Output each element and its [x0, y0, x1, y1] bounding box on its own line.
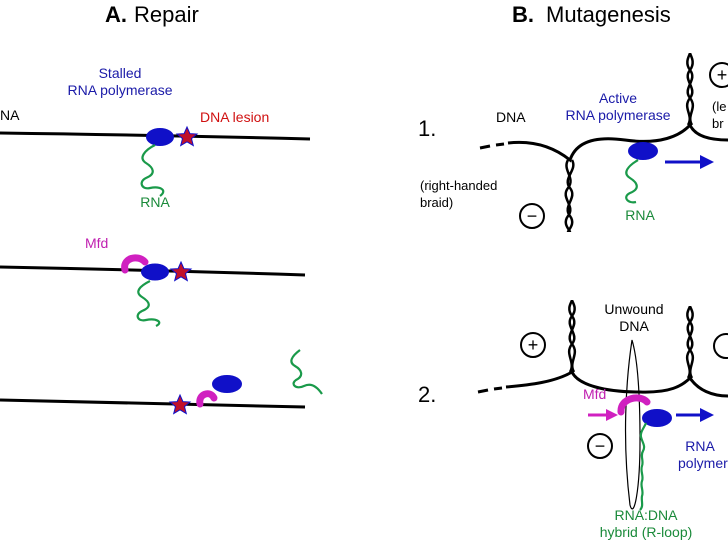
rna-polymerase-label-2: polymerase — [678, 455, 728, 471]
rna-strand — [140, 144, 165, 197]
mfd-label: Mfd — [583, 386, 606, 402]
repair-row-2: Mfd — [0, 235, 306, 327]
repair-row-3 — [0, 375, 306, 415]
mfd-protein — [121, 254, 149, 274]
stalled-polymerase-label-1: Stalled — [99, 65, 142, 81]
mfd-push-arrowhead — [606, 409, 618, 421]
mfd-label: Mfd — [85, 235, 108, 251]
plus-sign-circle — [520, 332, 546, 358]
plus-sign: + — [528, 335, 539, 355]
mutagenesis-step-2: 2. Unwound DNA + Mfd − RNA polymerase RN… — [418, 299, 728, 540]
mutagenesis-step-1: 1. DNA Active RNA polymerase (right-hand… — [418, 52, 728, 233]
released-rna-polymerase — [212, 375, 242, 393]
unwound-dna-label-2: DNA — [619, 318, 649, 334]
left-braid-label-partial-2: br — [712, 116, 724, 131]
negative-supercoil — [566, 159, 575, 233]
repair-row-1: NA Stalled RNA polymerase DNA lesion RNA — [0, 65, 311, 210]
active-polymerase-label-1: Active — [599, 90, 637, 106]
unwound-dna-label-1: Unwound — [604, 301, 663, 317]
rna-dna-hybrid — [639, 422, 648, 511]
minus-sign-circle — [519, 203, 545, 229]
dna-strand — [0, 398, 306, 409]
panel-b-letter: B. — [512, 2, 534, 27]
panel-a-title: A. Repair — [105, 2, 199, 27]
rna-label: RNA — [625, 207, 655, 223]
rna-polymerase — [146, 128, 174, 146]
direction-arrowhead — [700, 155, 714, 169]
braid-label-2: braid) — [420, 195, 453, 210]
rna-polymerase — [642, 409, 672, 427]
panel-a-title-text: Repair — [134, 2, 199, 27]
minus-sign: − — [527, 206, 538, 226]
dna-label: DNA — [496, 109, 526, 125]
rna-strand — [136, 280, 161, 327]
hybrid-label-1: RNA:DNA — [614, 507, 678, 523]
unwound-dna-bubble — [624, 339, 641, 510]
positive-supercoil — [686, 52, 695, 126]
panel-b-title-text: Mutagenesis — [546, 2, 671, 27]
negative-supercoil — [564, 159, 572, 233]
dna-lesion-star — [169, 260, 193, 282]
active-polymerase-label-2: RNA polymerase — [565, 107, 670, 123]
dna-dashed-end — [493, 386, 503, 391]
dna-dashed-end — [477, 388, 489, 394]
dna-strand — [507, 122, 728, 163]
panel-b-title: B. Mutagenesis — [512, 2, 671, 27]
dna-label-partial: NA — [0, 107, 20, 123]
dna-dashed-end — [495, 142, 505, 147]
stalled-polymerase-label-2: RNA polymerase — [67, 82, 172, 98]
minus-sign: − — [595, 436, 606, 456]
rna-strand — [625, 159, 639, 204]
panel-a-letter: A. — [105, 2, 127, 27]
left-braid-label-partial-1: (le — [712, 99, 726, 114]
plus-sign: + — [717, 65, 728, 85]
braid-label-1: (right-handed — [420, 178, 497, 193]
positive-supercoil — [568, 299, 577, 373]
minus-sign-circle — [587, 433, 613, 459]
dna-lesion-star — [168, 393, 192, 415]
dna-strand — [505, 369, 728, 398]
dna-lesion-label: DNA lesion — [200, 109, 269, 125]
rna-polymerase-label-1: RNA — [685, 438, 715, 454]
rna-label: RNA — [140, 194, 170, 210]
minus-sign-circle-partial — [713, 333, 728, 359]
dna-dashed-end — [479, 144, 491, 150]
hybrid-label-2: hybrid (R-loop) — [600, 524, 693, 540]
rna-polymerase — [141, 263, 169, 281]
direction-arrowhead — [700, 408, 714, 422]
step-1-number: 1. — [418, 116, 436, 141]
plus-sign-circle — [709, 62, 728, 88]
step-2-number: 2. — [418, 382, 436, 407]
released-rna — [290, 349, 323, 395]
rna-polymerase — [628, 142, 658, 160]
mfd-protein — [617, 394, 651, 416]
mfd-protein — [196, 390, 218, 408]
dna-lesion-star — [175, 125, 199, 147]
negative-supercoil — [686, 305, 695, 379]
